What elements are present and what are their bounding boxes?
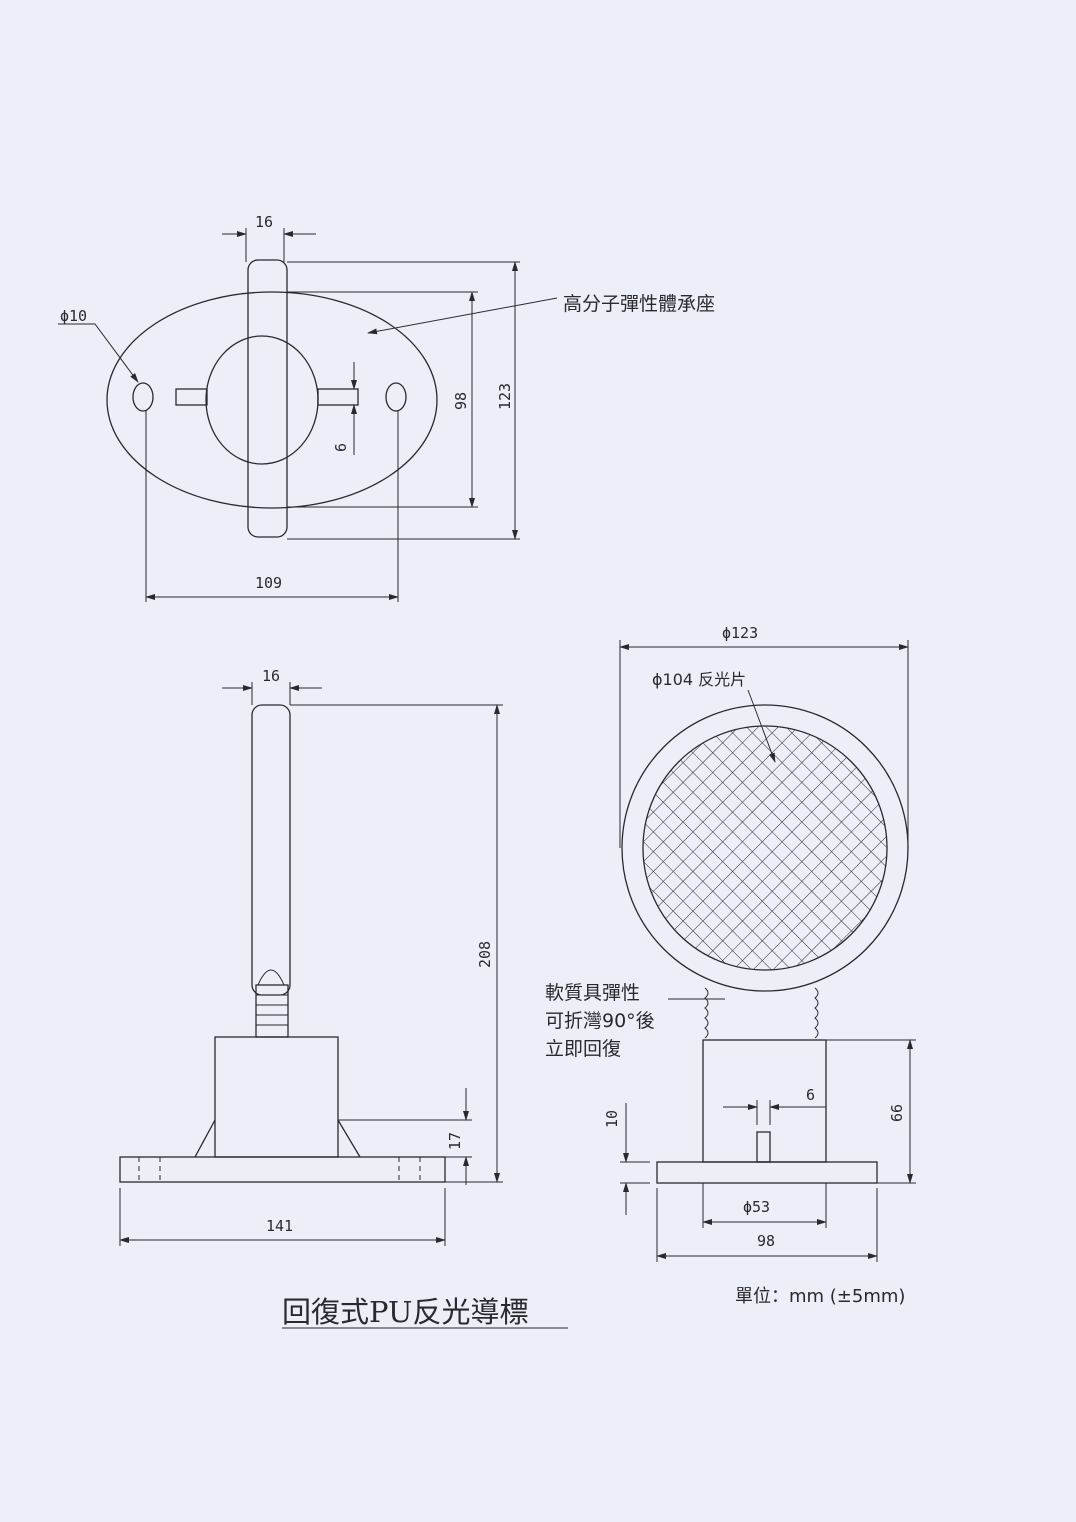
dim-base-141: 141: [266, 1217, 293, 1235]
dim-hole-diameter: ϕ10: [60, 307, 87, 325]
side-view: 16 208 17 141: [119, 667, 503, 1246]
dim-body-66: 66: [888, 1104, 906, 1122]
dim-fillet-17: 17: [446, 1132, 464, 1150]
dim-height-208: 208: [476, 941, 494, 968]
post-bar: [247, 259, 288, 538]
ribbed-neck: [255, 984, 289, 1038]
dim-hole-spacing-109: 109: [255, 574, 282, 592]
bellows-note-line-1: 軟質具彈性: [545, 982, 640, 1004]
dim-base-10: 10: [603, 1110, 621, 1128]
slot: [756, 1131, 771, 1163]
dim-height-98: 98: [452, 392, 470, 410]
unit-note: 單位：mm (±5mm): [735, 1286, 905, 1307]
reflector-sheet-hatch: [643, 726, 887, 970]
reflector-sheet: [642, 725, 888, 971]
center-boss: [205, 335, 319, 465]
mount-hole-right: [385, 382, 407, 412]
base-callout-label: 高分子彈性體承座: [563, 293, 715, 315]
bellows-left: [704, 987, 709, 1039]
dim-stub-6: 6: [332, 443, 350, 452]
cylinder-body: [214, 1036, 339, 1158]
base-outline: [106, 291, 438, 509]
dim-width-16: 16: [255, 213, 273, 231]
dim-outer-diameter: ϕ123: [722, 624, 758, 642]
front-base: [656, 1161, 878, 1184]
stub-right: [317, 388, 359, 406]
post: [251, 704, 291, 996]
front-view: ϕ123 ϕ104 反光片 軟質具彈性 可折灣90°後 立即回復 66 6 10…: [545, 624, 916, 1262]
drawing-title: 回復式PU反光導標: [282, 1295, 528, 1329]
base-plate: [119, 1156, 446, 1183]
side-dim-width-16: 16: [262, 667, 280, 685]
dim-height-123: 123: [496, 383, 514, 410]
dim-body-diameter: ϕ53: [743, 1198, 770, 1216]
bellows-note-line-3: 立即回復: [545, 1038, 621, 1060]
mount-hole-left: [132, 382, 154, 412]
top-view: 16 123 98 6 109 ϕ10 高分子彈性體承座: [58, 213, 715, 602]
stub-left: [175, 388, 208, 406]
bellows-note-line-2: 可折灣90°後: [545, 1010, 655, 1032]
dim-slot-6: 6: [806, 1086, 815, 1104]
bellows-right: [814, 987, 819, 1039]
reflector-label: ϕ104 反光片: [652, 670, 746, 689]
dim-front-base-98: 98: [757, 1232, 775, 1250]
